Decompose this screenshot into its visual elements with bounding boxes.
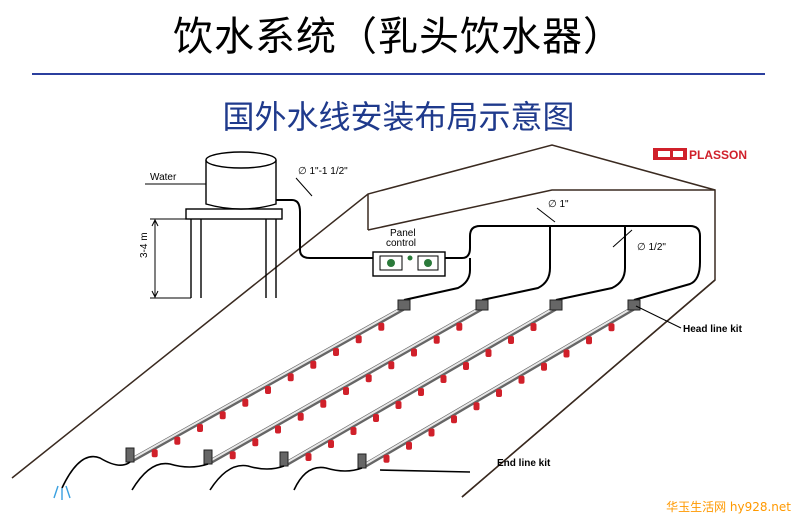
panel-control <box>372 251 446 277</box>
nipple-drinker <box>395 401 402 409</box>
nipple-drinker <box>151 449 158 458</box>
label-head-line-kit: Head line kit <box>683 324 743 335</box>
nipple-drinker <box>473 402 480 411</box>
end-line-kit <box>279 451 289 467</box>
nipple-drinker <box>252 438 259 447</box>
nipple-drinker <box>383 454 390 463</box>
nipple-drinker <box>219 411 226 420</box>
plasson-logo: PLASSON <box>653 148 747 162</box>
slide-title: 饮水系统（乳头饮水器） <box>173 14 624 60</box>
label-panel-2: control <box>386 238 416 249</box>
nipple-drinker <box>406 441 412 450</box>
nipple-drinker <box>456 322 463 331</box>
watermark: 华玉生活网 hy928.net <box>666 500 791 514</box>
house-outline <box>11 144 716 498</box>
label-pipe-main: ∅ 1"-1 1/2" <box>298 166 348 177</box>
supply-pipe <box>276 199 378 259</box>
label-water: Water <box>150 172 177 183</box>
nipple-drinker <box>265 386 271 394</box>
nipple-drinker <box>608 323 615 332</box>
brand-name: PLASSON <box>689 148 747 162</box>
nipple-drinker <box>320 399 327 408</box>
nipple-drinker <box>451 415 457 424</box>
label-height: 3-4 m <box>139 232 150 258</box>
nipple-drinker <box>242 398 249 407</box>
end-line-kit <box>203 449 213 465</box>
nipple-drinker <box>328 440 334 448</box>
nipple-drinker <box>428 428 435 437</box>
nipple-drinker <box>287 373 294 382</box>
head-line-kit <box>397 299 411 311</box>
nipple-drinker <box>229 451 236 460</box>
water-tank <box>205 160 277 210</box>
nipple-drinkers <box>151 322 615 463</box>
nipple-drinker <box>350 427 357 435</box>
tower-platform <box>185 208 283 220</box>
nipple-drinker <box>485 349 492 357</box>
nipple-drinker <box>275 425 281 434</box>
nipple-drinker <box>310 360 317 369</box>
nipple-drinker <box>365 374 372 383</box>
nipple-drinker <box>297 412 304 421</box>
nipple-drinker <box>333 348 339 356</box>
nipple-drinker <box>373 414 379 422</box>
nipple-drinker <box>563 349 570 358</box>
drinker-line <box>130 305 636 469</box>
nipple-drinker <box>440 375 447 383</box>
end-line-kit <box>125 447 135 463</box>
nipple-drinker <box>174 436 181 445</box>
label-pipe-half: ∅ 1/2" <box>637 242 666 253</box>
nipple-drinker <box>518 375 525 384</box>
head-line-kit <box>475 299 489 311</box>
nipple-drinker <box>411 348 417 357</box>
nipple-drinker <box>197 424 203 432</box>
nipple-drinker <box>433 335 440 344</box>
label-pipe-1: ∅ 1" <box>548 199 569 210</box>
head-line-kit <box>627 299 641 311</box>
end-drain-hoses <box>61 455 471 491</box>
water-tower <box>145 151 283 299</box>
head-line-kit <box>549 299 563 311</box>
nipple-drinker <box>418 388 424 396</box>
nipple-drinker <box>378 322 385 331</box>
nipple-drinker <box>305 453 312 461</box>
nipple-drinker <box>530 323 537 331</box>
water-drip-icon <box>53 485 71 500</box>
diagram-subtitle: 国外水线安装布局示意图 <box>222 98 575 136</box>
distribution-pipes <box>403 207 701 306</box>
nipple-drinker <box>496 389 502 397</box>
nipple-drinker <box>355 335 362 344</box>
label-end-line-kit: End line kit <box>497 458 551 469</box>
title-divider <box>32 73 765 75</box>
end-line-kit <box>357 453 367 469</box>
nipple-drinker <box>343 387 349 395</box>
nipple-drinker <box>541 362 547 371</box>
drinker-lines <box>53 299 641 500</box>
nipple-drinker <box>508 336 514 344</box>
nipple-drinker <box>388 361 395 370</box>
nipple-drinker <box>463 362 469 370</box>
nipple-drinker <box>586 336 592 345</box>
label-panel-1: Panel <box>390 228 416 239</box>
